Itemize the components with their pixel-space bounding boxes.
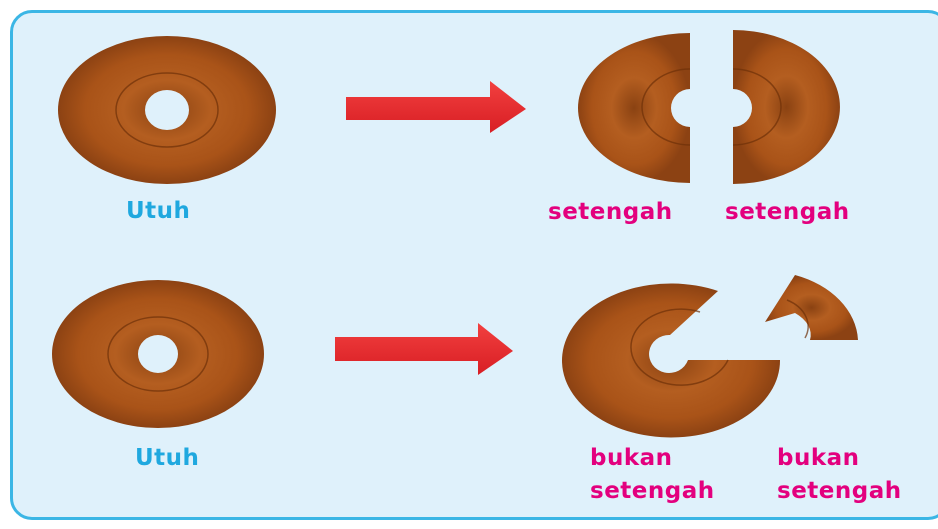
whole-donut-bottom <box>52 280 264 428</box>
half-piece-left <box>578 33 690 183</box>
half-label-left: setengah <box>548 201 673 224</box>
not-half-label-left-line2: setengah <box>590 480 715 503</box>
half-label-right: setengah <box>725 201 850 224</box>
large-piece <box>562 283 780 437</box>
small-wedge-piece <box>765 275 858 340</box>
half-piece-right <box>733 30 840 184</box>
not-half-label-right-line1: bukan <box>777 447 860 470</box>
whole-donut-top <box>58 36 276 184</box>
whole-label-bottom: Utuh <box>135 447 199 470</box>
arrow-right-icon <box>335 323 513 375</box>
not-half-label-right-line2: setengah <box>777 480 902 503</box>
not-half-label-left-line1: bukan <box>590 447 673 470</box>
whole-label-top: Utuh <box>126 200 190 223</box>
arrow-right-icon <box>346 81 526 133</box>
